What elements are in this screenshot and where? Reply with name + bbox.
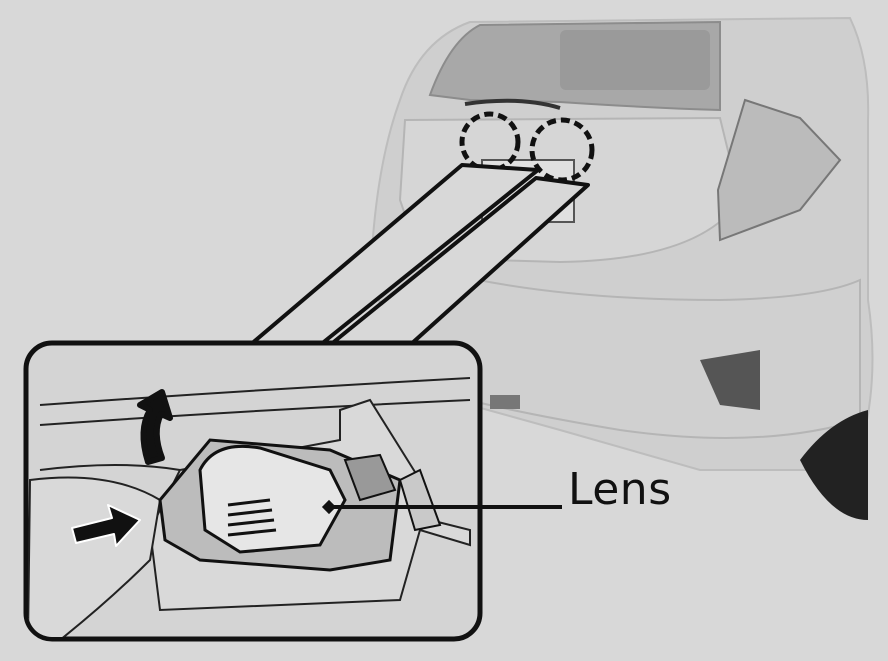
curved-arrow-icon [137, 389, 173, 465]
lens-pointer [321, 499, 562, 515]
rear-seat [560, 30, 710, 90]
straight-arrow-icon [71, 504, 141, 547]
bulb-socket [343, 453, 397, 502]
rear-wheel [800, 410, 868, 520]
exhaust [490, 395, 520, 409]
inset-detail [23, 340, 483, 642]
tail-light [716, 98, 842, 242]
panel-edge-line [39, 399, 471, 426]
lens-label: Lens [568, 464, 672, 515]
bumper-reflector [700, 350, 760, 410]
panel-edge-line [39, 464, 181, 471]
lens-pointer-dot [321, 499, 337, 515]
rear-wiper [464, 98, 561, 110]
lens-ribs [227, 498, 277, 537]
panel-edge-line [39, 377, 471, 406]
socket-clip [398, 468, 442, 532]
